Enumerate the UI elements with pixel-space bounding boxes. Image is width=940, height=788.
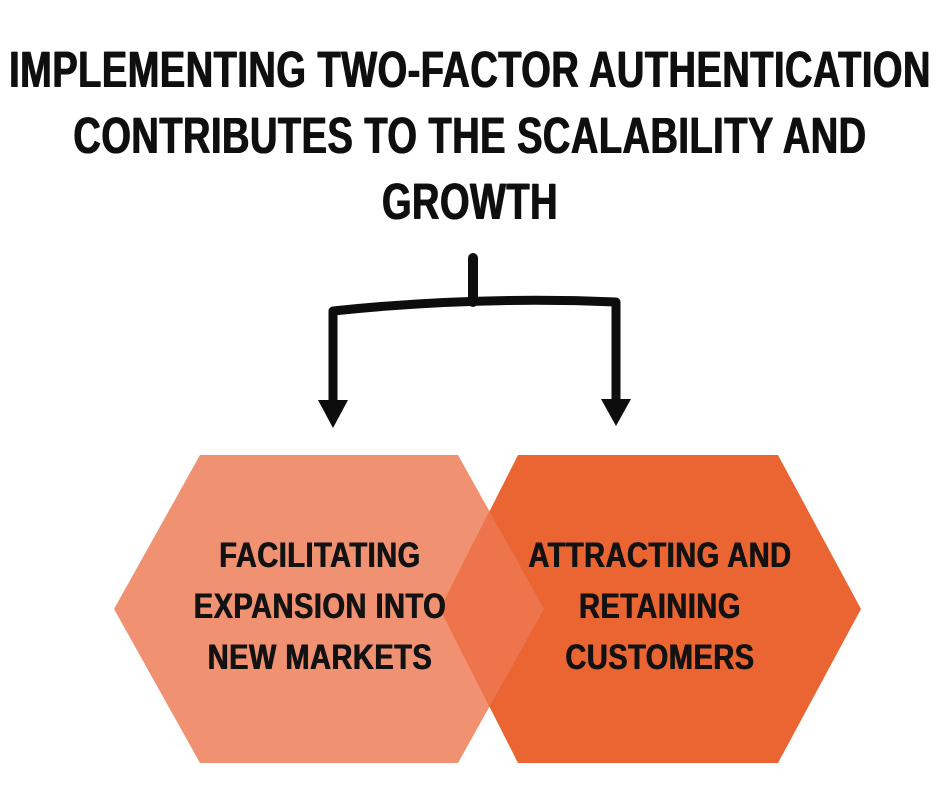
arrowhead-right-icon	[601, 399, 631, 426]
hexagon-left-line-3: NEW MARKETS	[207, 638, 433, 678]
title-line-1: IMPLEMENTING TWO-FACTOR AUTHENTICATION	[9, 42, 931, 100]
hexagon-right-shape	[440, 455, 861, 763]
hexagon-right-line-2: RETAINING	[579, 587, 741, 627]
connector-branch-line	[328, 295, 621, 409]
diagram-title: IMPLEMENTING TWO-FACTOR AUTHENTICATION C…	[0, 38, 940, 236]
hexagon-left-shape	[114, 455, 544, 763]
hexagon-left-line-1: FACILITATING	[219, 536, 421, 576]
hexagon-right-line-3: CUSTOMERS	[565, 638, 755, 678]
title-line-2: CONTRIBUTES TO THE SCALABILITY AND	[73, 108, 867, 166]
hexagon-right-line-1: ATTRACTING AND	[528, 536, 792, 576]
hexagon-right-label: ATTRACTING AND RETAINING CUSTOMERS	[505, 531, 815, 684]
arrowhead-left-icon	[318, 400, 348, 428]
hexagon-left-label: FACILITATING EXPANSION INTO NEW MARKETS	[180, 531, 460, 684]
hexagon-left-line-2: EXPANSION INTO	[193, 587, 447, 627]
title-line-3: GROWTH	[381, 174, 559, 232]
